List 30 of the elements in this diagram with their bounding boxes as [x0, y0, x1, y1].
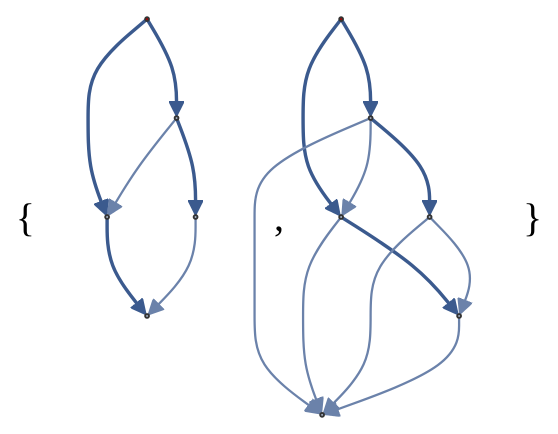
- arrow: [253, 118, 370, 415]
- arrow: [301, 20, 342, 216]
- arrow: [430, 218, 474, 315]
- arrow: [340, 20, 379, 117]
- arrow: [86, 19, 147, 216]
- node-circle: [338, 214, 344, 220]
- node-circle: [319, 412, 325, 418]
- arrow: [323, 318, 460, 417]
- node-circle: [368, 115, 374, 121]
- arrow: [302, 218, 341, 414]
- node-circle: [104, 214, 110, 220]
- arrow: [105, 218, 147, 316]
- arrow: [107, 118, 176, 216]
- arrow: [341, 120, 372, 216]
- closing-brace: }: [522, 194, 544, 240]
- arrow: [176, 119, 204, 216]
- arrow: [342, 216, 459, 316]
- node-circle: [426, 214, 432, 220]
- opening-brace: {: [14, 194, 36, 240]
- arrow: [370, 118, 438, 216]
- arrow: [148, 218, 197, 316]
- node-circle: [338, 16, 344, 22]
- node-circle: [192, 214, 198, 220]
- arrow: [322, 217, 429, 414]
- node-circle: [456, 313, 462, 319]
- node-circle: [174, 115, 180, 121]
- comma: ,: [273, 194, 285, 240]
- arrow: [146, 20, 185, 117]
- node-circle: [144, 313, 150, 319]
- node-circle: [144, 16, 150, 22]
